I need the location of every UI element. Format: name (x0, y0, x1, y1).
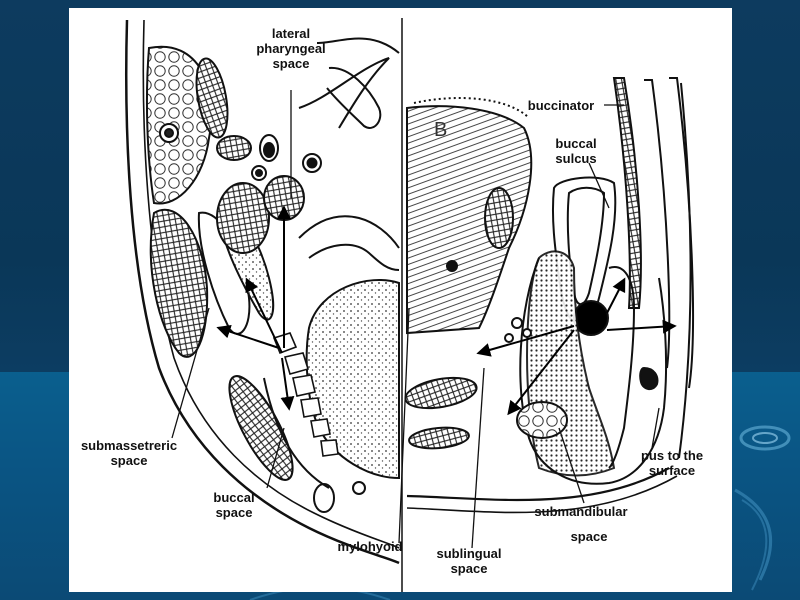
spread-arrows (216, 205, 677, 416)
sublingual-space-label: sublingual space (436, 546, 502, 576)
right-panel (404, 77, 694, 514)
buccal-space-label: buccal space (213, 490, 255, 520)
submandibular-space-label: space (570, 529, 608, 544)
lateral-pharyngeal-space-label: lateral pharyngeal space (256, 26, 326, 71)
buccinator-label: buccinator (527, 98, 595, 113)
submandibular-label: submandibular (534, 504, 628, 519)
anatomy-figure: B lateral pharyngeal space buccinator bu… (69, 8, 732, 592)
fascial-spaces-diagram: B (124, 18, 694, 592)
pus-to-surface-label: pus to the surface (640, 448, 704, 478)
leader-lines (171, 90, 660, 549)
left-panel (124, 19, 400, 565)
mylohyoid-label: mylohyoid (337, 539, 403, 554)
panel-letter: B (434, 119, 447, 141)
buccal-sulcus-label: buccal sulcus (555, 136, 597, 166)
submasseteric-space-label: submassetreric space (80, 438, 178, 468)
